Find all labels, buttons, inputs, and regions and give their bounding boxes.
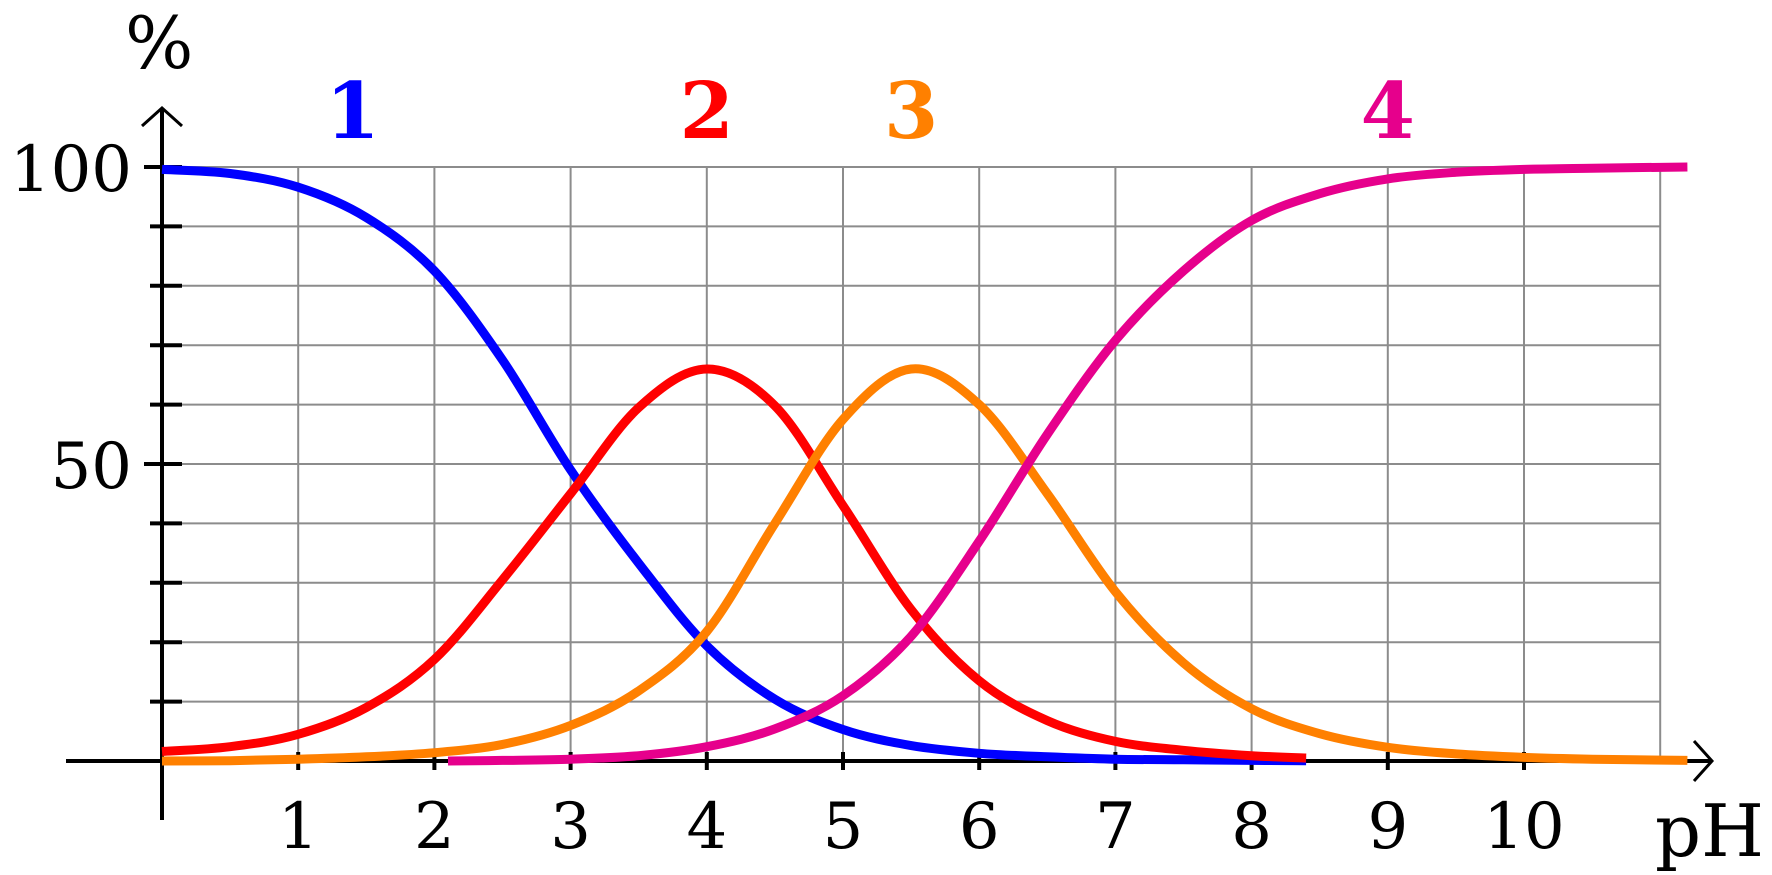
x-axis-arrow [1692, 739, 1715, 783]
y-tick-label: 50 [51, 430, 132, 504]
x-tick-label: 1 [278, 790, 319, 864]
x-tick-label: 3 [550, 790, 591, 864]
x-tick-label: 2 [414, 790, 455, 864]
x-tick-label: 5 [823, 790, 864, 864]
series-labels: 1 2 3 4 [326, 66, 1415, 157]
x-tick-label: 7 [1095, 790, 1136, 864]
x-axis-label: pH [1655, 789, 1764, 873]
series-label: 2 [680, 66, 734, 157]
series-label: 4 [1361, 66, 1415, 157]
series-curves [161, 162, 1688, 766]
x-tick-label: 6 [959, 790, 1000, 864]
series-1-line [161, 164, 1307, 766]
x-tick-label: 9 [1367, 790, 1408, 864]
x-tick-label: 4 [686, 790, 727, 864]
series-3-line [161, 364, 1688, 766]
ticks: 1 2 3 4 5 6 7 8 9 10 100 50 [10, 133, 1565, 864]
y-axis-arrow [140, 105, 184, 128]
x-tick-label: 10 [1483, 790, 1564, 864]
series-label: 3 [884, 66, 938, 157]
grid [162, 166, 1662, 761]
y-tick-label: 100 [10, 133, 132, 207]
series-label: 1 [326, 66, 380, 157]
x-tick-label: 8 [1231, 790, 1272, 864]
y-axis-label: % [125, 1, 193, 85]
series-4-line [447, 162, 1688, 766]
series-2-line [161, 364, 1307, 763]
